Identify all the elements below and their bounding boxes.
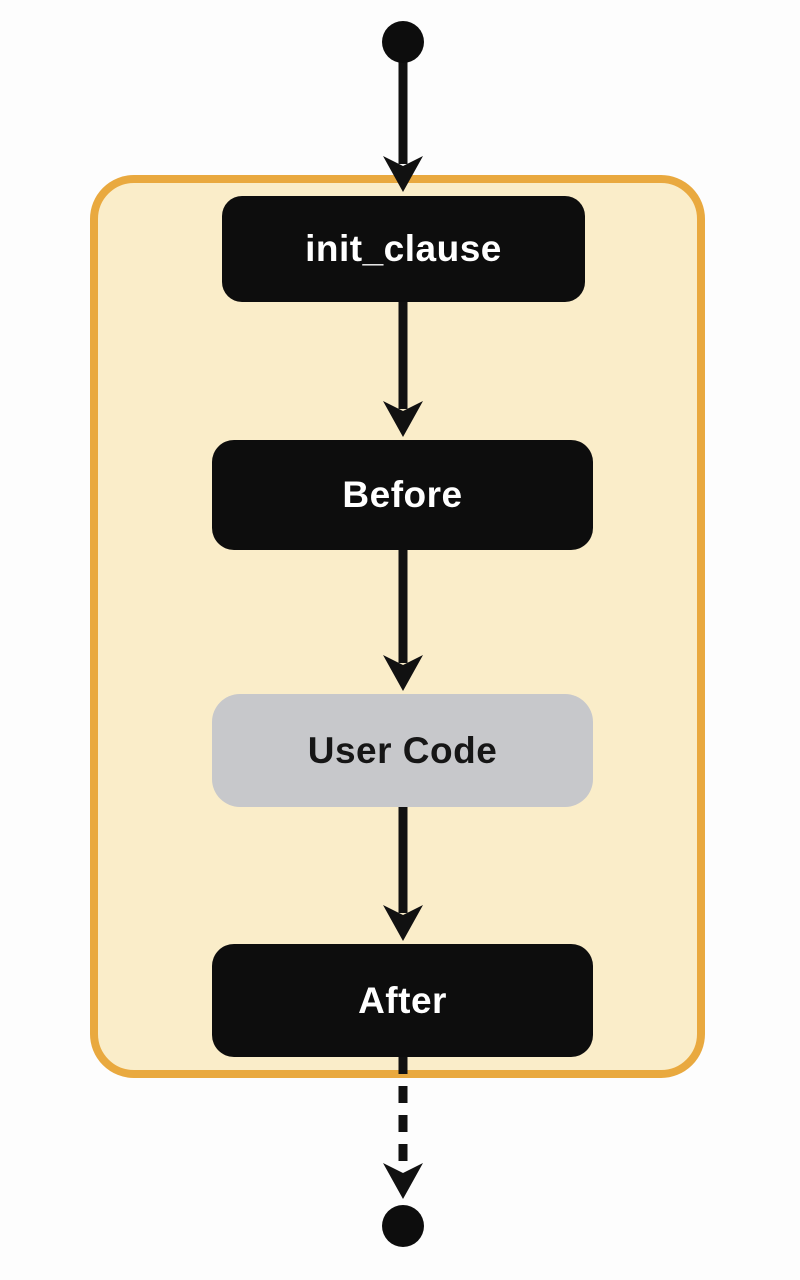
edge-after-to-end	[383, 1057, 423, 1199]
node-user-code: User Code	[212, 694, 593, 807]
start-node-dot	[382, 21, 424, 63]
node-before-label: Before	[342, 474, 463, 515]
node-after: After	[212, 944, 593, 1057]
node-before: Before	[212, 440, 593, 550]
node-user-code-label: User Code	[307, 729, 498, 771]
arrowhead-icon	[383, 1163, 423, 1199]
node-after-label: After	[358, 979, 447, 1021]
edge-start-to-init-clause	[383, 58, 423, 192]
node-init-clause-label: init_clause	[305, 228, 502, 269]
end-node-dot	[382, 1205, 424, 1247]
activity-frame	[90, 175, 705, 1078]
node-init-clause: init_clause	[222, 196, 585, 302]
